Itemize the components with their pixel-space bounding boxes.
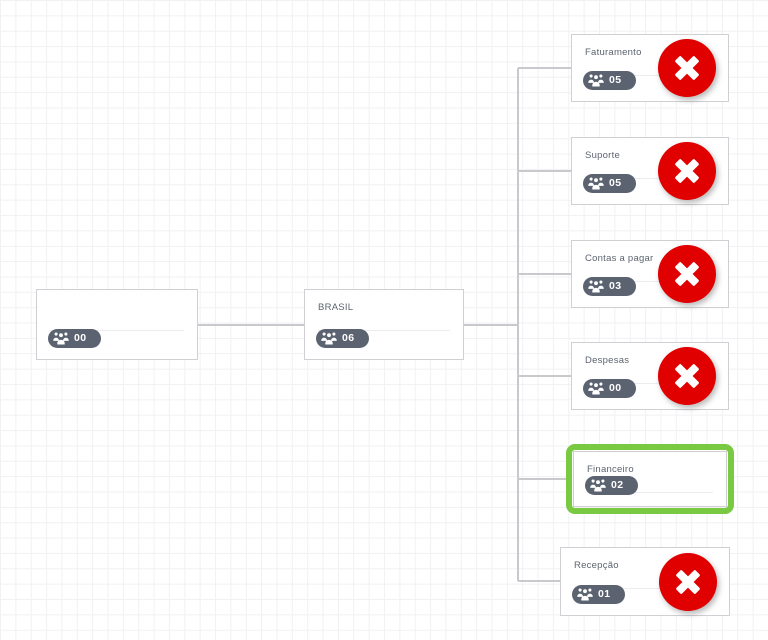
x-glyph [676, 569, 700, 594]
node-divider [318, 330, 450, 331]
member-count-value: 00 [609, 382, 622, 395]
red-x-circle-icon[interactable] [659, 552, 717, 611]
group-people-icon [588, 280, 604, 293]
member-count-badge[interactable]: 06 [316, 329, 369, 348]
group-people-icon [588, 74, 604, 87]
group-people-icon [590, 479, 606, 492]
x-glyph [675, 262, 699, 286]
member-count-badge[interactable]: 05 [583, 174, 636, 193]
member-count-value: 02 [611, 479, 624, 492]
x-glyph [675, 364, 699, 388]
member-count-value: 00 [74, 332, 87, 345]
member-count-value: 05 [609, 74, 622, 87]
member-count-badge[interactable]: 01 [572, 585, 625, 604]
member-count-value: 06 [342, 332, 355, 345]
node-divider [585, 178, 715, 179]
member-count-value: 03 [609, 280, 622, 293]
member-count-value: 05 [609, 177, 622, 190]
member-count-badge[interactable]: 00 [583, 379, 636, 398]
org-node-root[interactable]: 00 [36, 289, 198, 360]
org-node-brasil[interactable]: BRASIL 06 [304, 289, 464, 360]
node-divider [587, 492, 713, 493]
org-node-title: Faturamento [585, 47, 642, 58]
org-node-title: BRASIL [318, 302, 354, 313]
member-count-badge[interactable]: 05 [583, 71, 636, 90]
org-node-title: Contas a pagar [585, 253, 654, 264]
red-x-circle-icon[interactable] [658, 245, 716, 303]
node-divider [585, 383, 715, 384]
node-divider [585, 75, 715, 76]
org-node-title: Financeiro [587, 464, 634, 475]
org-node-title: Recepção [574, 560, 619, 571]
node-divider [50, 330, 184, 331]
x-glyph [675, 56, 699, 80]
node-divider [574, 588, 716, 589]
group-people-icon [53, 332, 69, 345]
member-count-badge[interactable]: 03 [583, 277, 636, 296]
group-people-icon [588, 382, 604, 395]
group-people-icon [577, 588, 593, 601]
node-divider [585, 281, 715, 282]
org-node-title: Despesas [585, 355, 630, 366]
red-x-circle-icon[interactable] [658, 142, 716, 200]
group-people-icon [588, 177, 604, 190]
member-count-badge[interactable]: 00 [48, 329, 101, 348]
org-node-title: Suporte [585, 150, 621, 161]
x-glyph [675, 159, 699, 183]
red-x-circle-icon[interactable] [658, 39, 716, 97]
member-count-badge[interactable]: 02 [585, 476, 638, 495]
member-count-value: 01 [598, 588, 611, 601]
red-x-circle-icon[interactable] [658, 347, 716, 405]
org-node-financeiro[interactable]: Financeiro 02 [573, 451, 727, 507]
group-people-icon [321, 332, 337, 345]
